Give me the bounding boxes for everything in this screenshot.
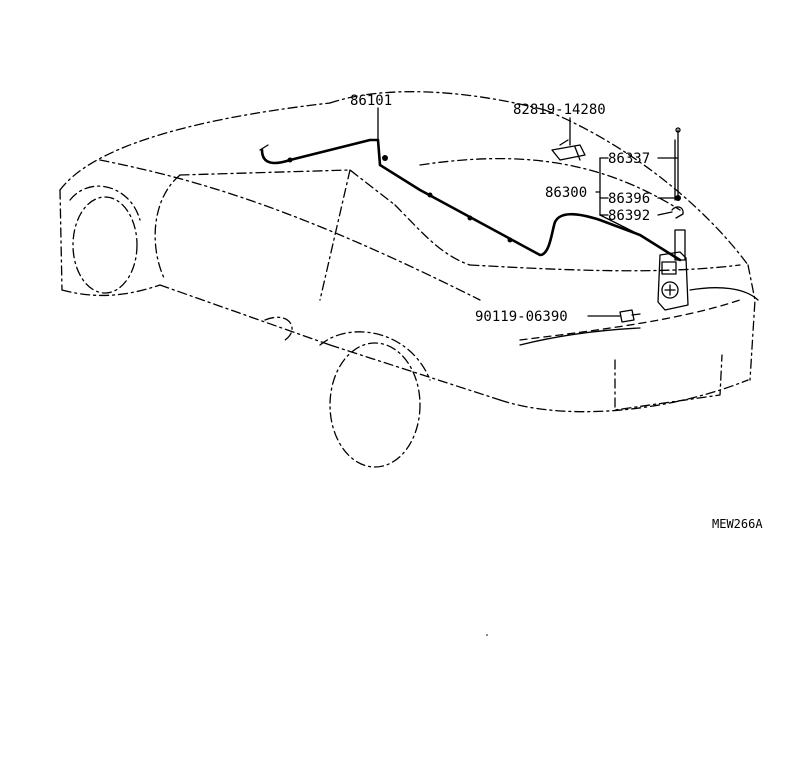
- part-label-86300: 86300: [545, 185, 587, 201]
- cable-clip-icon: [382, 155, 388, 161]
- part-labels: 86101 82819-14280 86337 86300 86396 8639…: [350, 93, 650, 325]
- part-label-86392: 86392: [608, 208, 650, 224]
- part-label-82819-14280: 82819-14280: [513, 102, 606, 118]
- part-label-86396: 86396: [608, 191, 650, 207]
- car-body-outline: [59, 91, 759, 468]
- drawing-code: MEW266A: [712, 517, 763, 531]
- antenna-cable: [259, 138, 682, 262]
- bolt-icon: [619, 309, 641, 323]
- nut-icon: [675, 195, 681, 201]
- bezel-icon: [671, 206, 684, 219]
- cable-clip-icon: [427, 192, 433, 198]
- antenna-motor-icon: [657, 251, 689, 311]
- part-label-90119-06390: 90119-06390: [475, 309, 568, 325]
- stray-dot: [486, 634, 488, 636]
- leader-lines: [377, 107, 679, 317]
- cable-clip-icon: [287, 157, 293, 163]
- part-label-86337: 86337: [608, 151, 650, 167]
- cable-clip-icon: [467, 215, 473, 221]
- part-label-86101: 86101: [350, 93, 392, 109]
- cable-clip-icon: [507, 237, 513, 243]
- connector-clip-icon: [551, 139, 586, 161]
- power-antenna-icon: [657, 127, 689, 311]
